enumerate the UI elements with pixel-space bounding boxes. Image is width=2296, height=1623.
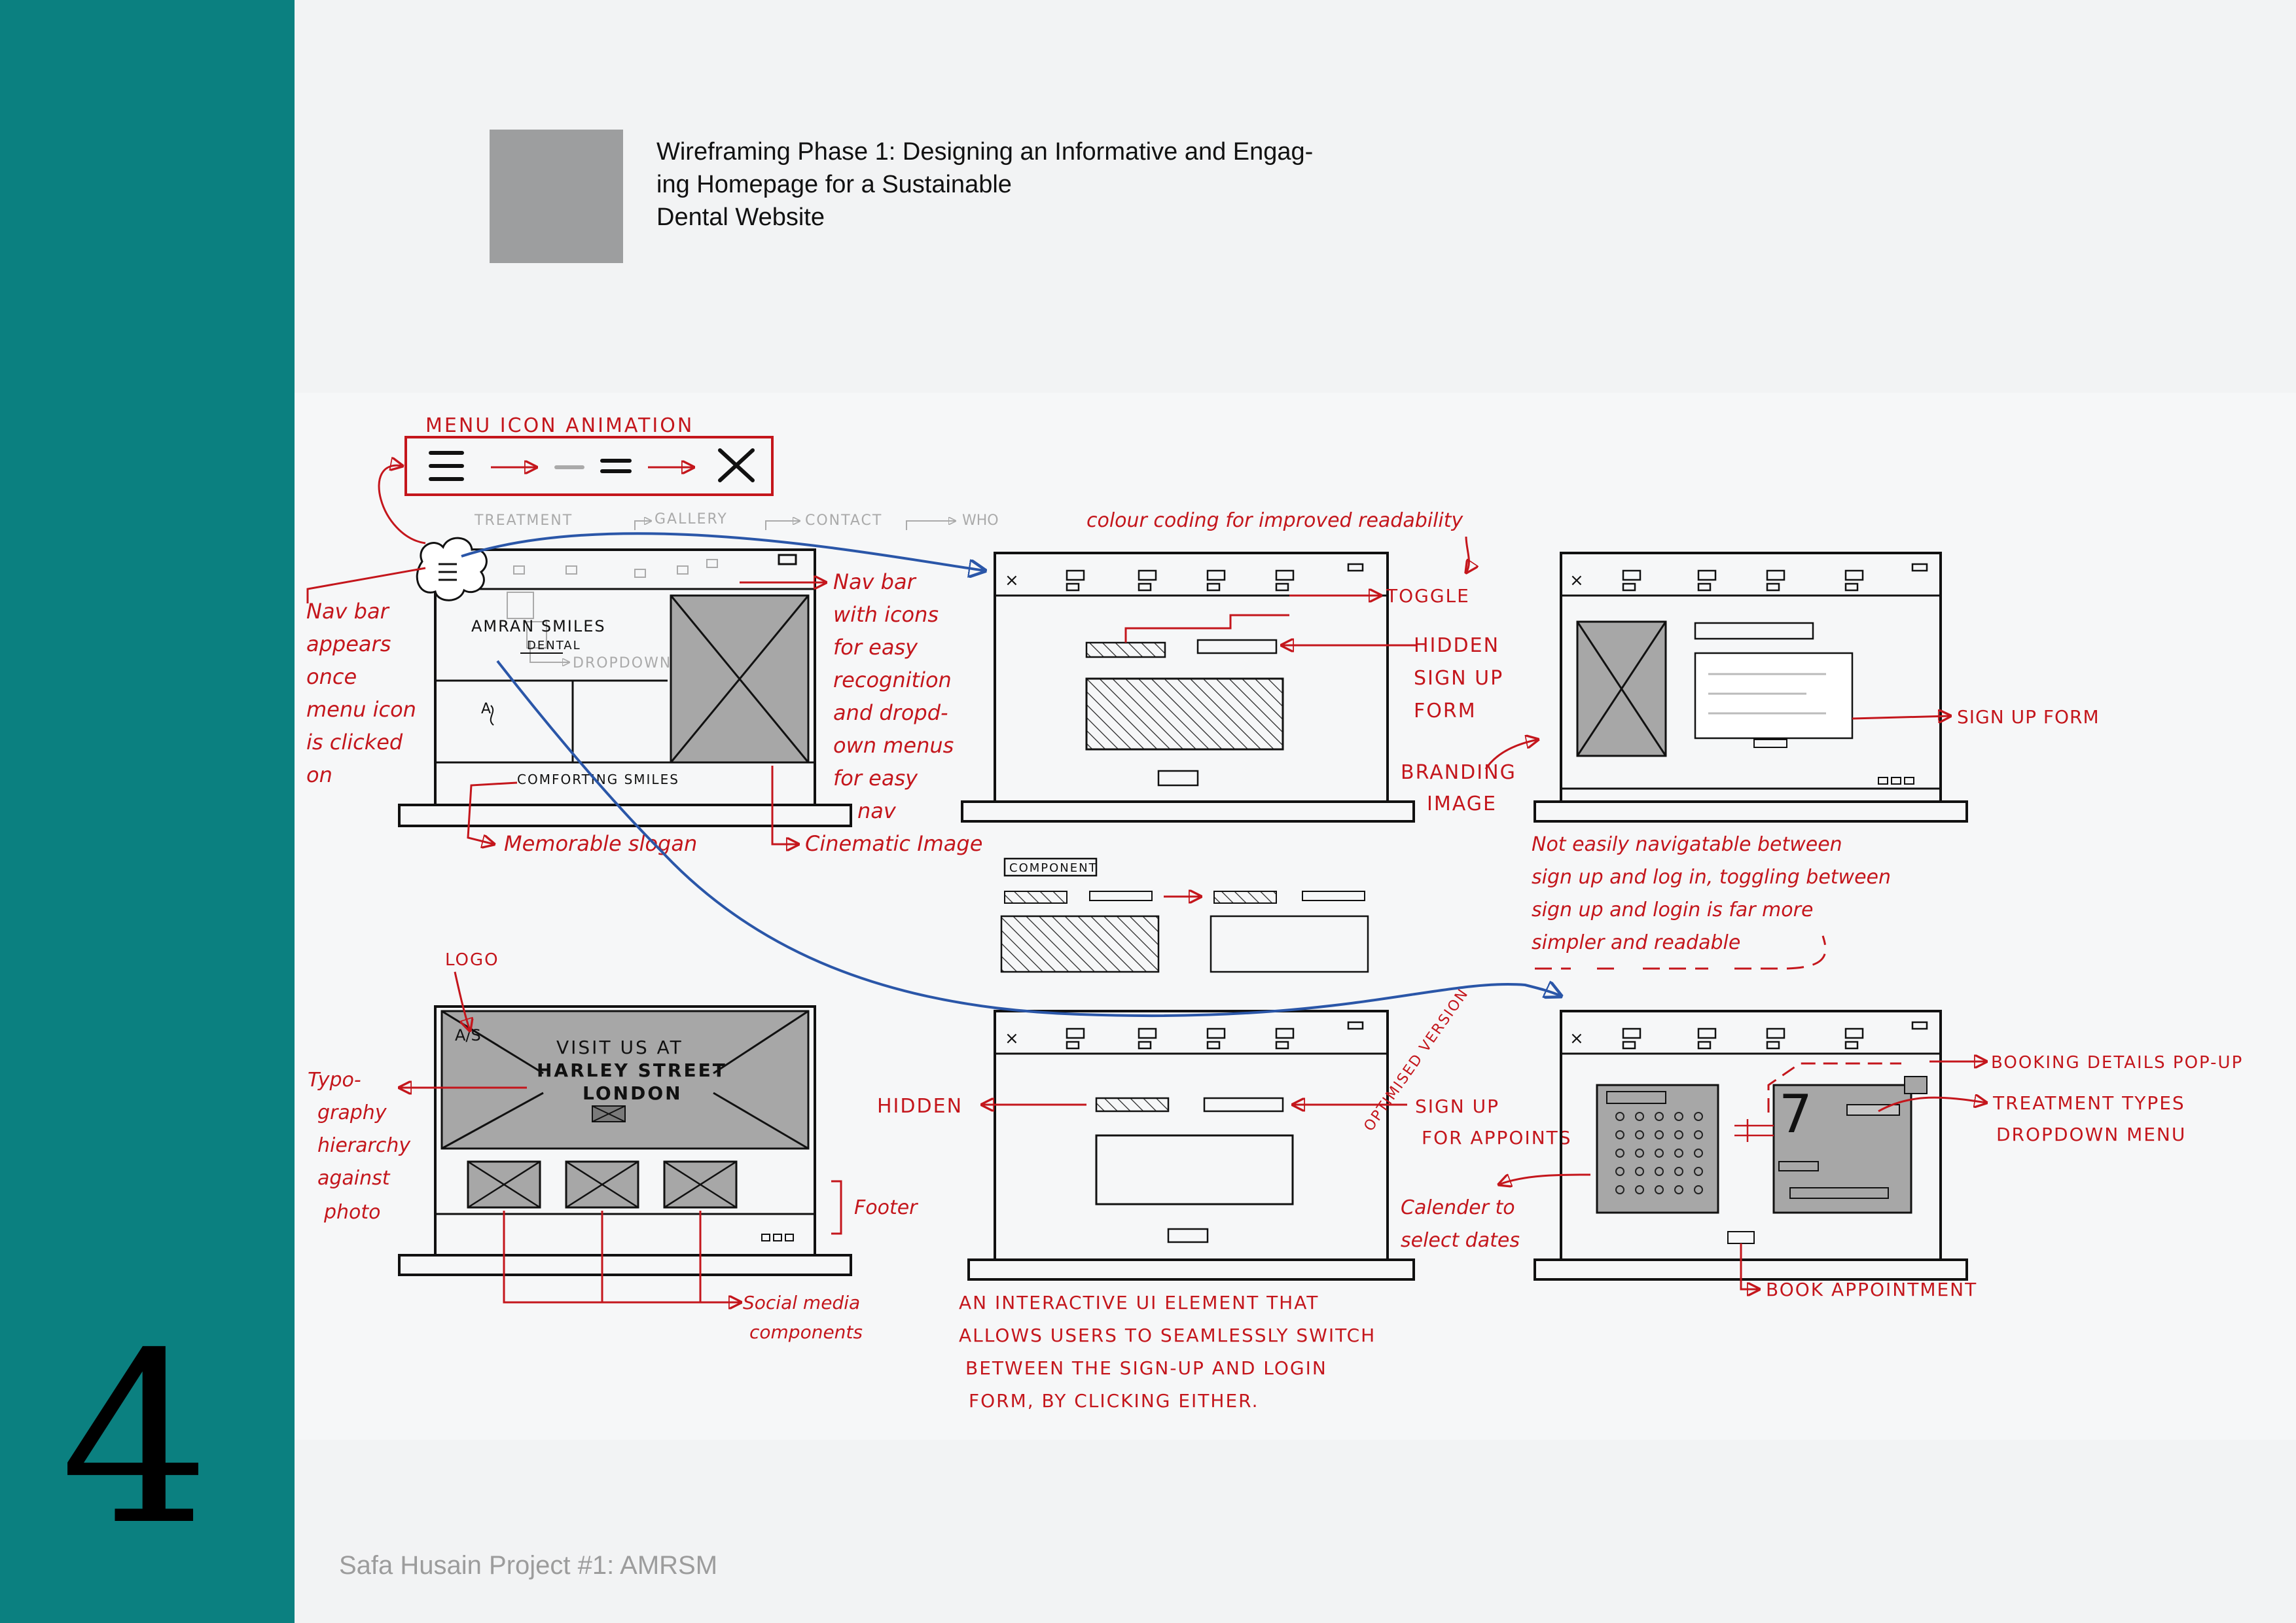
annotation-not-easily-4: simpler and readable <box>1532 931 1740 954</box>
visit-line-1: VISIT US AT <box>556 1037 683 1058</box>
annotation-nav-icons-8: nav <box>857 798 897 823</box>
annotation-nav-appears-3: once <box>306 664 357 689</box>
annotation-interactive-3: BETWEEN THE SIGN-UP AND LOGIN <box>965 1357 1327 1379</box>
title-line: ing Homepage for a Sustainable <box>656 171 1012 198</box>
wireframe-homepage: TREATMENT GALLERY CONTACT WHO DROPDOWN A… <box>398 511 999 827</box>
nav-item-contact: CONTACT <box>805 512 882 529</box>
annotation-hidden-signup-2: SIGN UP <box>1414 667 1503 690</box>
menu-animation-label: MENU ICON ANIMATION <box>425 414 694 437</box>
annotation-not-easily-2: sign up and log in, toggling between <box>1532 866 1891 889</box>
svg-text:×: × <box>1570 571 1584 590</box>
annotation-nav-icons-7: for easy <box>833 766 918 791</box>
annotation-nav-appears-2: appears <box>306 632 391 656</box>
annotation-branding-image-2: IMAGE <box>1427 793 1497 815</box>
visit-footer-annotations: LOGO Typo- graphy hierarchy against phot… <box>308 950 918 1343</box>
logo-mark: A/S <box>455 1026 481 1044</box>
brand-name: AMRAN SMILES <box>471 617 606 635</box>
annotation-hidden: HIDDEN <box>877 1095 963 1118</box>
page-title: Wireframing Phase 1: Designing an Inform… <box>656 135 1429 234</box>
annotation-nav-icons-3: for easy <box>833 635 918 660</box>
signup-form-annotations: SIGN UP FORM Not easily navigatable betw… <box>1532 706 2100 970</box>
page-number: 4 <box>60 1302 211 1577</box>
wireframe-optimised-signup: × <box>967 1010 1415 1281</box>
annotation-nav-appears-5: is clicked <box>306 730 403 755</box>
annotation-social-media-2: components <box>749 1321 863 1343</box>
visit-line-3: LONDON <box>583 1082 683 1104</box>
annotation-logo: LOGO <box>445 950 499 970</box>
annotation-not-easily-1: Not easily navigatable between <box>1532 833 1842 856</box>
annotation-not-easily-3: sign up and login is far more <box>1532 899 1813 921</box>
annotation-nav-icons-2: with icons <box>833 602 939 627</box>
component-label: COMPONENT <box>1009 861 1098 875</box>
slogan-in-frame: COMFORTING SMILES <box>517 772 679 787</box>
annotation-treatment-types-1: TREATMENT TYPES <box>1992 1092 2185 1114</box>
annotation-interactive-1: AN INTERACTIVE UI ELEMENT THAT <box>959 1292 1319 1313</box>
annotation-nav-appears-4: menu icon <box>306 697 416 722</box>
brand-sub: DENTAL <box>527 639 581 652</box>
annotation-signup-appt-2: FOR APPOINTS <box>1422 1127 1572 1149</box>
annotation-nav-appears-6: on <box>306 762 332 787</box>
annotation-nav-icons-6: own menus <box>833 733 954 758</box>
calendar-number: 7 <box>1779 1084 1812 1145</box>
annotation-signup-form: SIGN UP FORM <box>1957 706 2100 728</box>
wireframe-sketch-panel: MENU ICON ANIMATION TREATMENT GALLERY <box>295 393 2296 1440</box>
annotation-colour-coding: colour coding for improved readability <box>1086 509 1464 532</box>
svg-text:×: × <box>1005 1029 1019 1048</box>
annotation-hidden-signup-3: FORM <box>1414 700 1477 722</box>
toggle-component: COMPONENT <box>1000 857 1369 973</box>
dropdown-label: DROPDOWN <box>573 655 672 671</box>
annotation-treatment-types-2: DROPDOWN MENU <box>1996 1124 2186 1145</box>
wireframe-signup-hidden: × <box>961 552 1415 823</box>
logo-mark-small: A <box>481 701 491 717</box>
annotation-nav-icons-4: recognition <box>833 668 952 692</box>
signup-hidden-annotations: colour coding for improved readability T… <box>1086 509 1538 815</box>
title-swatch <box>490 130 623 263</box>
wireframe-booking: × 7 <box>1534 1010 1968 1281</box>
annotation-signup-appt-1: SIGN UP <box>1415 1096 1499 1117</box>
wireframe-signup-form: × <box>1534 552 1968 823</box>
visit-line-2: HARLEY STREET <box>537 1060 727 1081</box>
annotation-nav-appears-1: Nav bar <box>306 599 390 624</box>
nav-item-who: WHO <box>962 512 999 529</box>
sidebar <box>0 0 295 1623</box>
annotation-book-appointment: BOOK APPOINTMENT <box>1766 1279 1977 1300</box>
annotation-branding-image-1: BRANDING <box>1401 761 1516 784</box>
annotation-interactive-2: ALLOWS USERS TO SEAMLESSLY SWITCH <box>959 1325 1376 1346</box>
annotation-nav-icons-5: and dropd- <box>833 700 948 725</box>
annotation-footer: Footer <box>854 1196 918 1219</box>
annotation-interactive-4: FORM, BY CLICKING EITHER. <box>969 1390 1259 1412</box>
annotation-booking-popup: BOOKING DETAILS POP-UP <box>1991 1053 2243 1073</box>
nav-item-gallery: GALLERY <box>655 511 728 527</box>
annotation-typography-2: graphy <box>317 1101 387 1124</box>
annotation-typography-1: Typo- <box>308 1069 361 1092</box>
annotation-cinematic-image: Cinematic Image <box>805 831 982 856</box>
annotation-toggle: TOGGLE <box>1386 585 1470 607</box>
title-line: Dental Website <box>656 204 825 231</box>
annotation-typography-4: against <box>317 1167 391 1190</box>
annotation-typography-3: hierarchy <box>317 1134 411 1157</box>
annotation-memorable-slogan: Memorable slogan <box>504 831 697 856</box>
wireframe-sketch: MENU ICON ANIMATION TREATMENT GALLERY <box>306 414 2243 1412</box>
menu-icon-animation: MENU ICON ANIMATION <box>378 414 774 544</box>
wireframe-visit-footer: A/S VISIT US AT HARLEY STREET LONDON <box>398 1005 852 1276</box>
homepage-annotations: Nav bar appears once menu icon is clicke… <box>306 567 982 856</box>
annotation-calendar-2: select dates <box>1401 1229 1520 1252</box>
nav-item-treatment: TREATMENT <box>474 512 573 529</box>
title-line: Wireframing Phase 1: Designing an Inform… <box>656 138 1314 166</box>
footer-credit: Safa Husain Project #1: AMRSM <box>339 1551 718 1580</box>
annotation-hidden-signup-1: HIDDEN <box>1414 634 1499 657</box>
annotation-typography-5: photo <box>323 1201 381 1224</box>
flow-arrows <box>461 532 1561 1018</box>
annotation-social-media-1: Social media <box>743 1292 860 1313</box>
svg-text:×: × <box>1005 571 1019 590</box>
annotation-calendar-1: Calender to <box>1401 1196 1515 1219</box>
svg-text:×: × <box>1570 1029 1584 1048</box>
annotation-nav-icons-1: Nav bar <box>833 569 917 594</box>
booking-annotations: BOOKING DETAILS POP-UP TREATMENT TYPES D… <box>1401 1053 2243 1300</box>
